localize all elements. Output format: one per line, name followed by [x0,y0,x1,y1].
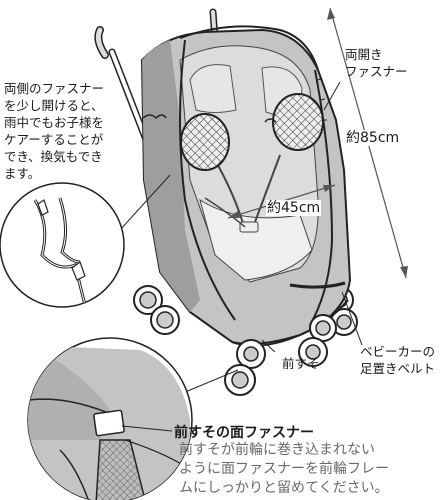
side-zipper-note: 両側のファスナー を少し開けると、 雨中でもお子様を ケアーすることが でき、換… [4,80,139,182]
label-front-hem: 前すそ [282,356,320,371]
leader-foot-belt [341,291,363,346]
side-note-line-5: でき、換気もでき [4,149,103,164]
leader-double-zipper [323,81,341,111]
leader-side-zoom [119,174,171,231]
label-foot-belt: ベビーカーの 足置きベルト [360,343,435,377]
front-wheel-right [298,314,337,367]
zoom-front-velcro [27,337,193,500]
rear-wheel-left-2 [150,305,180,335]
label-foot-belt-line1: ベビーカーの [360,344,436,359]
label-double-zipper-line1: 両開き [345,47,383,62]
front-wheel-left [224,339,266,396]
leader-velcro [121,425,173,432]
side-note-line-1: 両側のファスナー [4,81,105,96]
front-velcro-description: 前すそが前輪に巻き込まれない ように面ファスナーを前輪フレー ムにしっかりと留め… [179,441,441,498]
width-label: 約45cm [266,200,322,216]
rear-wheel-left [133,285,163,315]
side-note-line-6: ます。 [4,166,41,181]
side-note-line-4: ケアーすることが [4,132,104,147]
zoom-side-zipper [0,182,125,308]
zipper-seam-right [309,69,334,326]
side-note-line-3: 雨中でもお子様を [4,115,105,130]
zipper-seam-left [179,39,236,321]
mesh-window-left [180,113,230,171]
stroller-body [94,8,358,396]
front-velcro-title: 前すその面ファスナー [174,425,314,441]
front-velcro-desc-line3: ムにしっかりと留めてください。 [179,480,389,496]
footrest-belt [289,281,346,289]
leader-front-hem [261,339,276,353]
side-note-line-2: を少し開けると、 [4,98,104,113]
mesh-window-right [272,93,324,151]
height-label: 約85cm [345,130,401,146]
label-double-zipper: 両開き ファスナー [345,46,408,80]
label-foot-belt-line2: 足置きベルト [360,361,436,376]
label-double-zipper-line2: ファスナー [345,64,408,79]
leader-bottom-zoom [177,369,239,396]
front-velcro-desc-line2: ように面ファスナーを前輪フレー [179,461,389,477]
front-velcro-desc-line1: 前すそが前輪に巻き込まれない [179,442,375,458]
